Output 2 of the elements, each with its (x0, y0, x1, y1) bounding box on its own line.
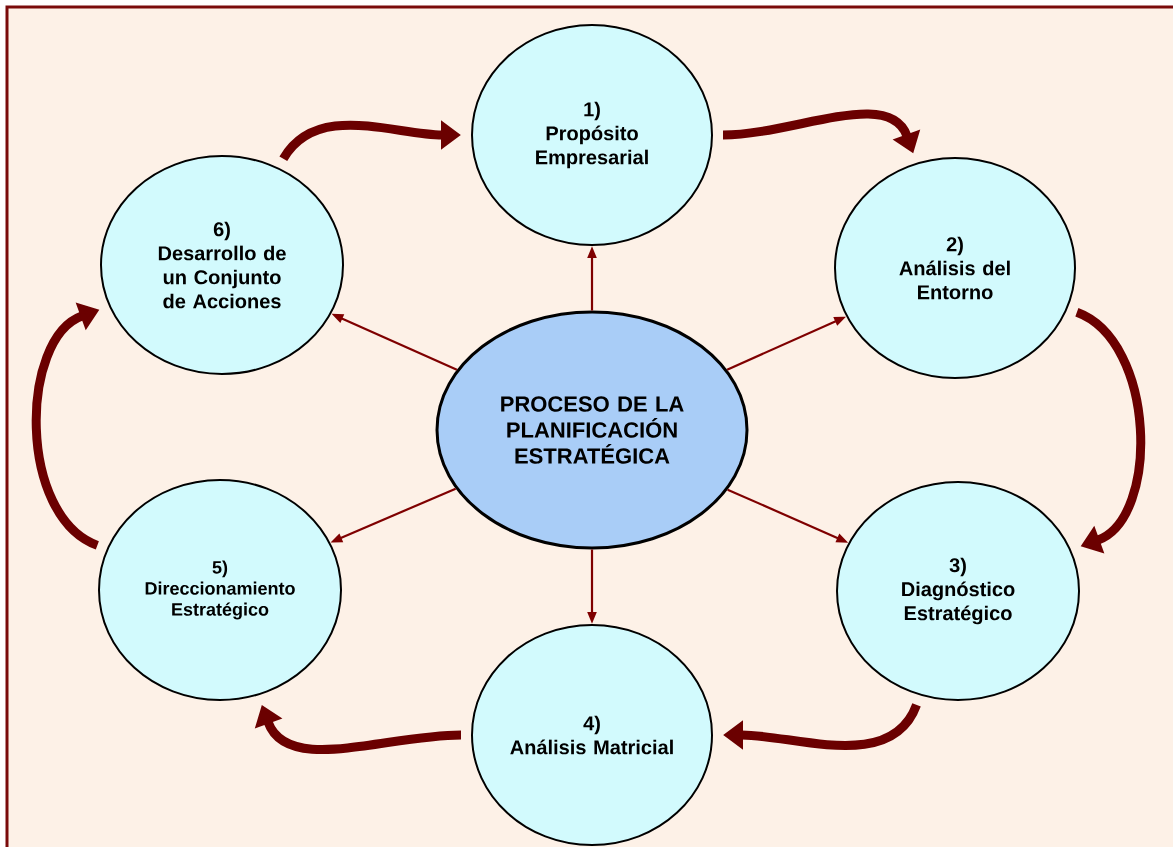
curved-arrow (31, 302, 100, 550)
curved-arrow (1074, 308, 1145, 554)
